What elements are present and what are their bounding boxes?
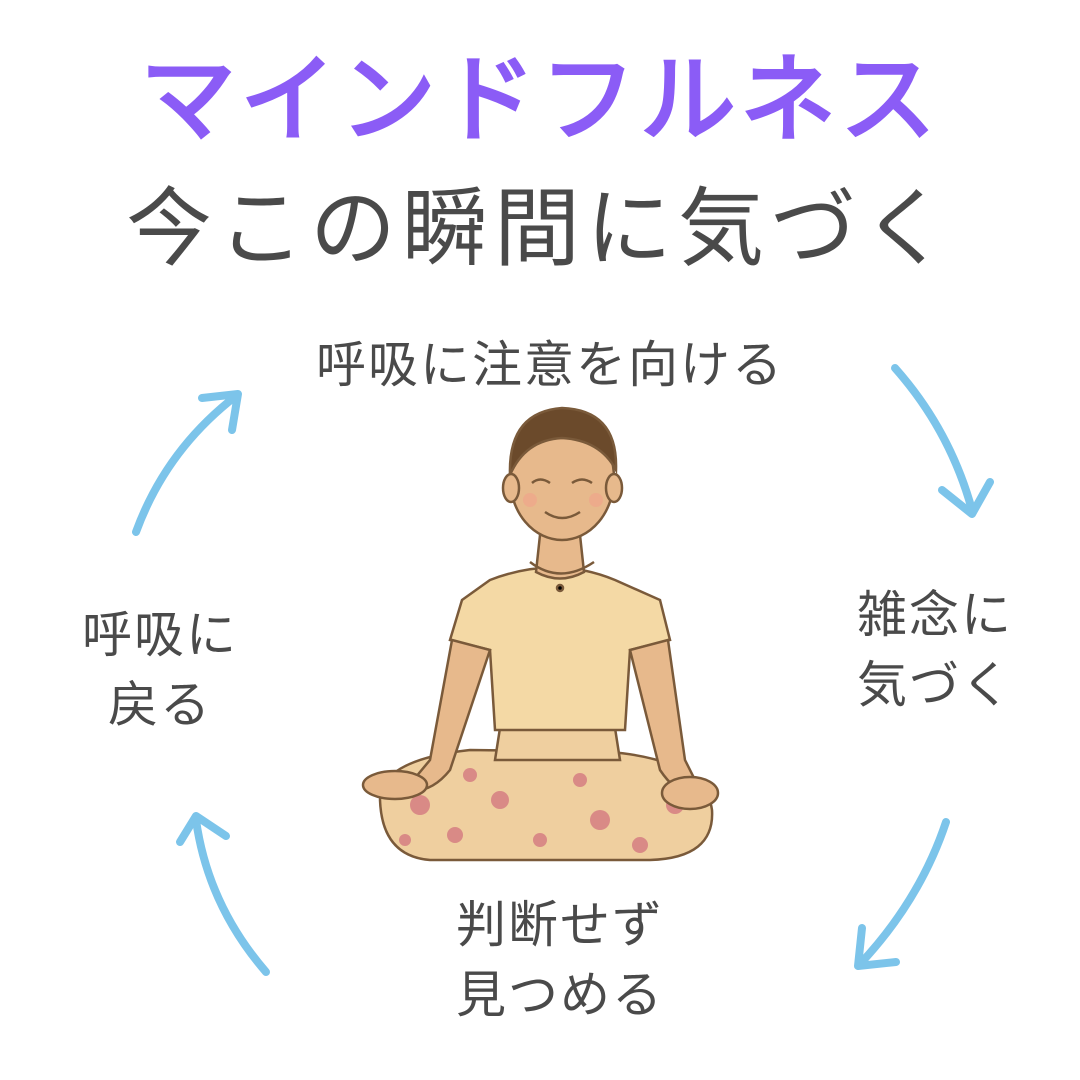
circular-arrow-icon xyxy=(891,364,994,518)
circular-arrow-icon xyxy=(854,818,950,970)
step-text: 見つめる xyxy=(456,966,664,1024)
step-text: 判断せず xyxy=(456,896,664,954)
circular-arrow-icon xyxy=(132,390,242,536)
circular-arrow-icon xyxy=(176,812,270,976)
page-subtitle: 今この瞬間に気づく xyxy=(126,179,954,279)
cycle-step-return-to-breath: 呼吸に 戻る xyxy=(40,600,280,740)
cycle-step-breathe-focus: 呼吸に注意を向ける xyxy=(240,330,860,400)
step-text: 気づく xyxy=(857,656,1013,714)
meditating-person xyxy=(361,406,720,862)
cycle-step-observe-without-judgment: 判断せず 見つめる xyxy=(380,890,740,1030)
step-text: 戻る xyxy=(108,676,212,734)
step-text: 呼吸に xyxy=(82,606,238,664)
step-text: 呼吸に注意を向ける xyxy=(316,336,784,394)
page-title: マインドフルネス xyxy=(140,44,940,156)
step-text: 雑念に xyxy=(857,586,1013,644)
cycle-step-notice-thoughts: 雑念に 気づく xyxy=(820,580,1050,720)
